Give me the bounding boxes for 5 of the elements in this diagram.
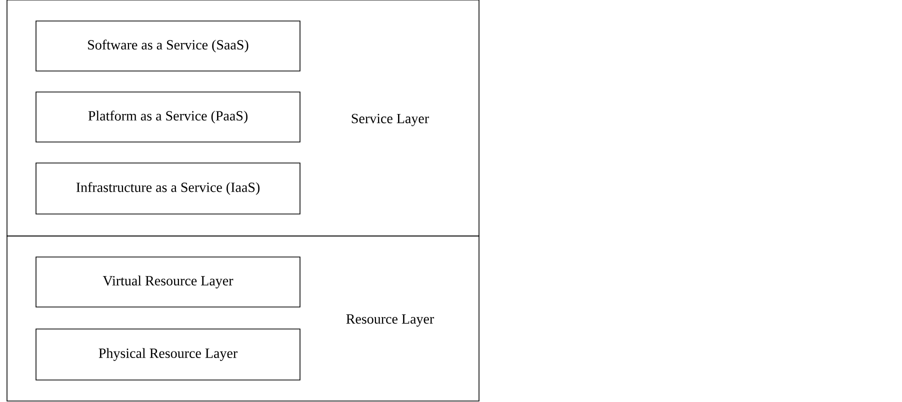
service-box: Platform as a Service (PaaS) [36, 92, 300, 142]
service-box: Virtual Resource Layer [36, 256, 300, 308]
service-box: Software as a Service (SaaS) [36, 20, 300, 72]
service-box: Infrastructure as a Service (IaaS) [36, 162, 300, 214]
service-box: Physical Resource Layer [36, 328, 300, 380]
